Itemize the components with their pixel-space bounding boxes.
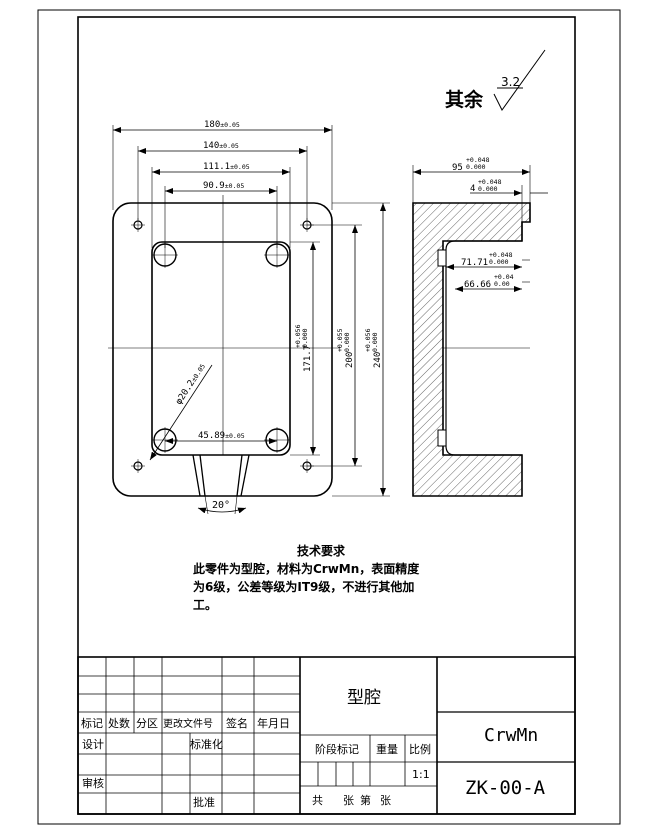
tb-zhang1: 张 — [343, 794, 354, 807]
dim-66-tol-lower: 0.00 — [494, 280, 510, 288]
dim-111: 111.1±0.05 — [203, 162, 250, 172]
tb-zhang2: 张 — [380, 794, 391, 807]
tb-sheji: 设计 — [82, 738, 104, 751]
dim-240: 240 — [373, 352, 383, 368]
scale-value: 1:1 — [412, 768, 430, 781]
tb-pizhun: 批准 — [193, 795, 215, 809]
roughness-symbol: 其余 3.2 — [445, 49, 546, 111]
dim-180: 180±0.05 — [204, 120, 240, 130]
dim-71-tol-upper: +0.048 — [489, 251, 513, 259]
tb-shenhe: 审核 — [82, 776, 104, 790]
tech-req-line1: 此零件为型腔，材料为CrwMn，表面精度 — [193, 561, 420, 576]
dim-4-tol-upper: +0.048 — [478, 178, 502, 186]
tb-qianming: 签名 — [226, 716, 248, 730]
dim-71: 71.71 — [461, 258, 488, 268]
tb-gengai: 更改文件号 — [163, 717, 213, 730]
roughness-prefix: 其余 — [445, 88, 484, 111]
dim-200-tol-upper: +0.055 — [336, 328, 344, 352]
dim-240-tol-lower: 0.000 — [371, 332, 379, 352]
roughness-value: 3.2 — [501, 75, 520, 89]
title-block-text: 标记 处数 分区 更改文件号 签名 年月日 设计 标准化 审核 批准 型腔 阶段… — [81, 688, 546, 809]
tech-req-line2: 为6级，公差等级为IT9级，不进行其他加 — [193, 579, 414, 594]
tb-di: 第 — [360, 793, 371, 807]
angle-dim: 20° — [212, 500, 230, 511]
tech-req-title: 技术要求 — [297, 543, 346, 558]
dim-71-tol-lower: 0.000 — [489, 258, 509, 266]
dim-95: 95 — [452, 163, 463, 173]
title-block — [77, 656, 576, 815]
dim-200: 200 — [345, 352, 355, 368]
outer-border — [37, 9, 621, 825]
tb-biaoji: 标记 — [81, 716, 103, 730]
dim-45: 45.89±0.05 — [198, 431, 245, 441]
dim-4-tol-lower: 0.000 — [478, 185, 498, 193]
material: CrwMn — [484, 725, 538, 746]
technical-requirements: 技术要求 此零件为型腔，材料为CrwMn，表面精度 为6级，公差等级为IT9级，… — [193, 543, 420, 612]
dim-diameter: φ20.2±0.05 — [174, 362, 208, 407]
dim-200-tol-lower: 0.000 — [343, 332, 351, 352]
dim-240-tol-upper: +0.056 — [364, 328, 372, 352]
drawing-number: ZK-00-A — [465, 777, 546, 799]
tb-biaozhunhua: 标准化 — [190, 737, 223, 751]
front-view: 20° 180±0.05 140±0.05 111.1±0.05 90.9±0.… — [108, 120, 390, 515]
dim-171: 171.7 — [303, 345, 313, 372]
tb-bili: 比例 — [409, 742, 431, 756]
tb-chushu: 处数 — [108, 717, 130, 730]
section-hatched-body — [413, 203, 530, 496]
tb-jieduan: 阶段标记 — [315, 742, 359, 756]
plate-outline — [112, 202, 333, 497]
dim-66: 66.66 — [464, 280, 491, 290]
tb-fenqu: 分区 — [136, 717, 158, 730]
dim-171-tol-upper: +0.056 — [294, 324, 302, 348]
tb-gong: 共 — [312, 794, 323, 807]
tech-req-line3: 工。 — [193, 598, 217, 612]
dim-95-tol-upper: +0.048 — [466, 156, 490, 164]
dim-140: 140±0.05 — [203, 141, 239, 151]
dim-95-tol-lower: 0.000 — [466, 163, 486, 171]
section-view: 95 +0.048 0.000 4 +0.048 0.000 71.71 +0.… — [412, 156, 548, 497]
tb-zhongliang: 重量 — [376, 742, 398, 756]
dim-171-tol-lower: 0.000 — [301, 328, 309, 348]
dim-90: 90.9±0.05 — [203, 181, 244, 191]
tb-nianyueri: 年月日 — [257, 716, 290, 730]
cavity-outline — [151, 241, 291, 456]
dim-4: 4 — [470, 184, 475, 194]
dim-66-tol-upper: +0.04 — [494, 273, 514, 281]
part-name: 型腔 — [347, 688, 381, 708]
